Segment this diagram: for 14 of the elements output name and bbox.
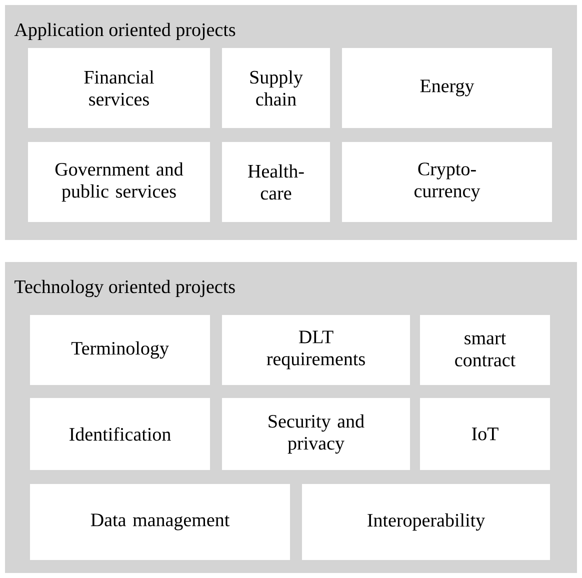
project-box: Crypto-currency bbox=[342, 142, 552, 222]
project-box: IoT bbox=[420, 398, 550, 470]
project-box: Supply chain bbox=[222, 48, 330, 128]
project-box: Financial services bbox=[28, 48, 210, 128]
project-box: Interoperability bbox=[302, 484, 550, 560]
project-box: Data management bbox=[30, 484, 290, 560]
project-box: Health-care bbox=[222, 142, 330, 222]
project-box: Energy bbox=[342, 48, 552, 128]
project-box: Identification bbox=[30, 398, 210, 470]
project-box: smart contract bbox=[420, 315, 550, 385]
project-box: Terminology bbox=[30, 315, 210, 385]
project-box: Security and privacy bbox=[222, 398, 410, 470]
project-box: DLT requirements bbox=[222, 315, 410, 385]
project-box: Government and public services bbox=[28, 142, 210, 222]
